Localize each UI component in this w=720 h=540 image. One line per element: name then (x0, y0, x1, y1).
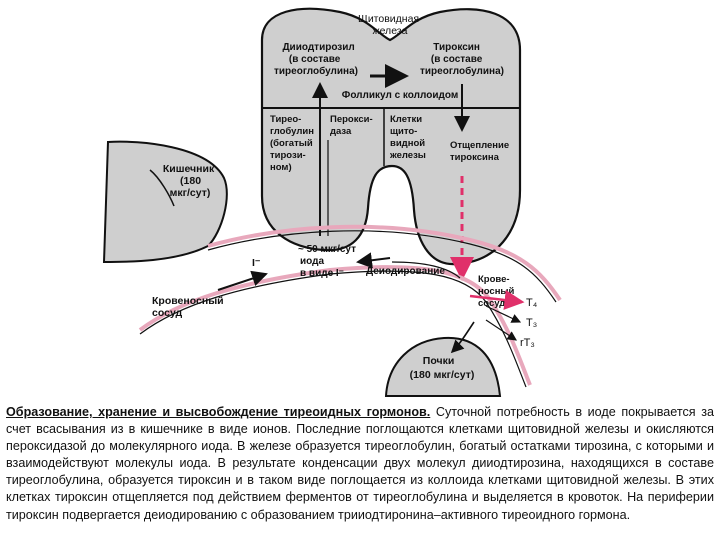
thyroxine-label: (в составе (431, 54, 483, 65)
vessel-label-right: носный (478, 286, 515, 297)
thyroglobulin-label: глобулин (270, 126, 314, 137)
vessel-label-left: сосуд (152, 307, 183, 319)
thyroglobulin-label: тирози- (270, 150, 306, 161)
intestine-arrow (149, 169, 175, 207)
thyroid-cells-label: железы (389, 150, 426, 161)
svg-text:Клетки щито- видной: Клетки щито- видной железы (389, 114, 428, 161)
figure-caption: Образование, хранение и высвобождение ти… (6, 404, 714, 524)
thyroid-hormone-diagram: Щитовидная железа Дииодтирозил (в состав… (102, 7, 562, 397)
follicle-label: Фолликул с коллоидом (342, 90, 458, 101)
thyroid-cells-label: видной (390, 138, 425, 149)
intestine-label: Кишечник (163, 163, 215, 175)
thyroxine-label: тиреоглобулина) (420, 65, 504, 77)
intestine (102, 140, 228, 264)
svg-text:Щитовидная железа: Щитовидная железа (358, 13, 422, 37)
vessel-wall-bottom-edge (139, 270, 527, 388)
cleavage-label: Отщепление (450, 140, 509, 151)
peroxidase-label: Перокси- (330, 114, 373, 125)
svg-text:Кровеносный сосуд: Кровеносный сосуд (152, 295, 227, 319)
svg-text:~ 50 мкг/сут иода в ви: ~ 50 мкг/сут иода в виде I⁻ (298, 244, 359, 279)
kidneys-label: (180 мкг/сут) (410, 369, 475, 381)
thyroid-label: Щитовидная (358, 13, 419, 25)
thyroid-cells-label: Клетки (390, 114, 422, 125)
iodide-pool-label: иода (300, 256, 324, 267)
diiodotyrosine-label: (в составе (289, 54, 341, 65)
rt3-label: rT₃ (520, 337, 535, 349)
rt3-arrow (485, 319, 517, 341)
thyroid-cells-label: щито- (390, 126, 417, 137)
absorption-arrow (217, 270, 268, 291)
t3-label: T₃ (526, 317, 537, 329)
t3-arrow (485, 305, 522, 323)
kidneys (384, 336, 502, 397)
vessel-wall-top-edge (207, 230, 557, 303)
iodide-pool-label: ~ 50 мкг/сут (298, 244, 356, 255)
vessel-wall-bottom (138, 265, 532, 386)
deiodination-label: Деиодирование (366, 266, 445, 277)
diiodotyrosine-label: тиреоглобулина) (274, 65, 358, 77)
intestine-label: (180 (180, 175, 201, 187)
vessel-label-right: сосуд (478, 298, 505, 309)
svg-text:Тироксин (в составе ти: Тироксин (в составе тиреоглобулина) (420, 42, 504, 77)
thyroglobulin-label: Тирео- (270, 114, 301, 125)
vessel-label-right: Крове- (478, 274, 510, 285)
thyroid-label: железа (373, 25, 408, 37)
svg-text:Крове- носный сосуд: Крове- носный сосуд (478, 274, 517, 309)
vessel-label-left: Кровеносный (152, 295, 224, 307)
intestine-label: мкг/сут) (170, 187, 211, 199)
svg-text:Кишечник (180 мкг/сут): Кишечник (180 мкг/сут) (163, 163, 217, 199)
kidney-arrow (450, 321, 475, 354)
diiodotyrosine-label: Дииодтирозил (282, 42, 354, 53)
svg-text:Отщепление тироксина: Отщепление тироксина (450, 140, 512, 163)
vessel-wall-top (207, 224, 562, 302)
svg-text:Перокси- даза: Перокси- даза (330, 114, 375, 137)
peroxidase-label: даза (330, 126, 352, 137)
caption-text: Суточной потребность в иоде покрывается … (6, 405, 714, 522)
caption-title: Образование, хранение и высвобождение ти… (6, 405, 431, 419)
svg-text:T₄ T₃ rT₃: T₄ T₃ rT₃ (520, 297, 540, 349)
deiodination-arrow (356, 252, 391, 269)
svg-text:Дииодтирозил (в составе: Дииодтирозил (в составе тиреоглобулина) (274, 42, 358, 77)
iodide-label: I⁻ (252, 257, 261, 269)
thyroglobulin-label: (богатый (270, 138, 313, 149)
t4-arrow (469, 290, 525, 310)
iodide-pool-label: в виде I⁻ (300, 268, 344, 279)
svg-text:Почки (180 мкг/сут): Почки (180 мкг/сут) (410, 355, 475, 381)
t4-label: T₄ (526, 297, 538, 309)
thyroglobulin-label: ном) (270, 162, 292, 173)
kidneys-label: Почки (423, 355, 455, 367)
svg-text:Тирео- глобулин (богат: Тирео- глобулин (богатый тирози- ном) (270, 114, 317, 173)
thyroxine-label: Тироксин (433, 42, 480, 53)
cleavage-label: тироксина (450, 152, 500, 163)
deiodination-path (391, 261, 461, 279)
